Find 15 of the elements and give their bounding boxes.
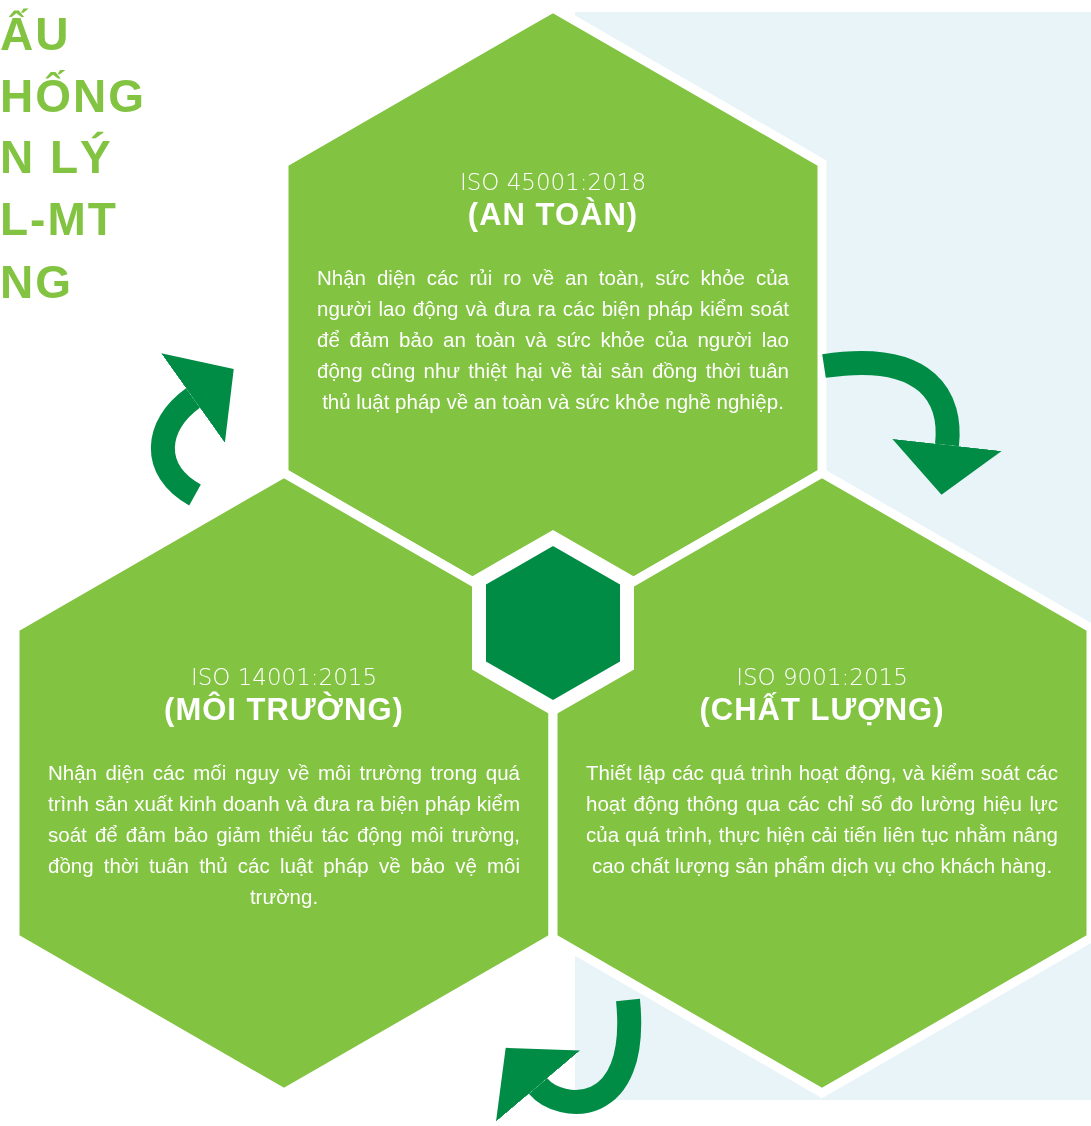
title-text: NG — [0, 256, 73, 308]
standard-title: (AN TOÀN) — [466, 196, 640, 234]
description-text: Nhận diện các rủi ro về an toàn, sức khỏe của người lao động và đưa ra các biện pháp kiểm soát để đảm bảo an toàn và sức khỏe của người lao động cũng như thiệt hại về tài sản đồng thời tuân thủ luật pháp về an toàn và sức khỏe nghề nghiệp. — [317, 265, 789, 415]
standard-title: (CHẤT LƯỢNG) — [698, 691, 946, 729]
title-text: L-MT — [0, 193, 118, 245]
description-text: Nhận diện các mối nguy về môi trường trong quá trình sản xuất kinh doanh và đưa ra biện pháp kiểm soát để đảm bảo giảm thiểu tác động môi trường, đồng thời tuân thủ các luật pháp về bảo vệ môi trường. — [48, 760, 520, 910]
standard-code: ISO 9001:2015 — [735, 663, 909, 691]
curved-arrow — [822, 351, 1002, 495]
title-text: HỐNG — [0, 70, 146, 122]
standard-code: ISO 14001:2015 — [189, 663, 379, 691]
standard-code: ISO 45001:2018 — [458, 168, 648, 196]
description-text: Thiết lập các quá trình hoạt động, và kiểm soát các hoạt động thông qua các chỉ số đo lường hiệu lực của quá trình, thực hiện cải tiến liên tục nhằm nâng cao chất lượng sản phẩm dịch vụ cho khách hàng. — [586, 760, 1058, 879]
title-text: N LÝ — [0, 131, 113, 183]
standard-title: (MÔI TRƯỜNG) — [163, 691, 405, 729]
title-text: ẤU — [0, 8, 71, 60]
